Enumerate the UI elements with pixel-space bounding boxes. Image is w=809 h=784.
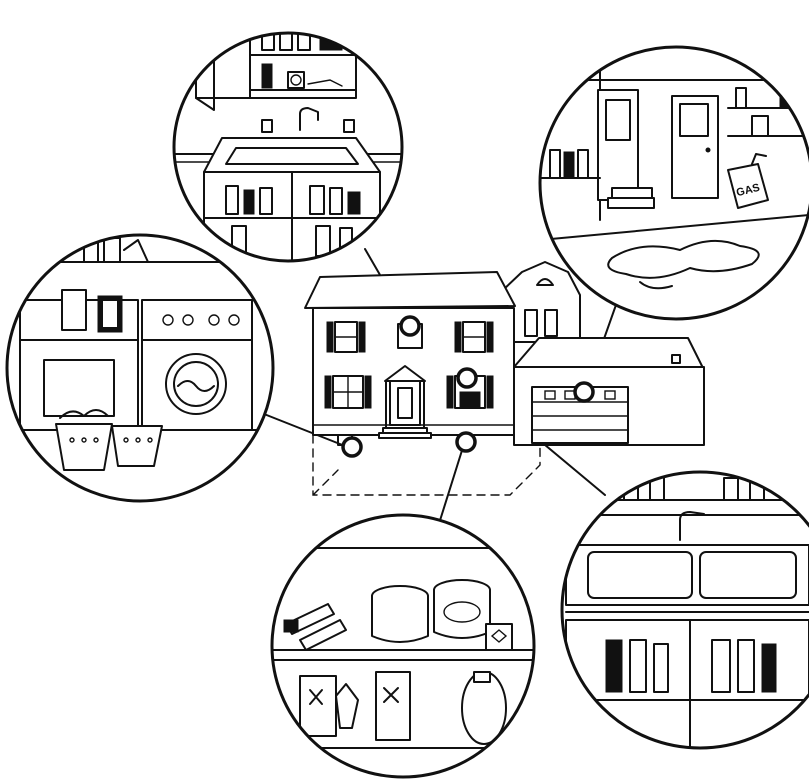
lower-windows: [324, 375, 494, 409]
hotspot-laundry[interactable]: [341, 436, 363, 458]
gas-can-label: GAS: [735, 182, 761, 199]
hotspot-kitchen[interactable]: [456, 367, 478, 389]
kitchen-detail: [560, 470, 809, 750]
hotspot-garage[interactable]: [573, 381, 595, 403]
garage-detail: GAS: [538, 45, 809, 321]
hotspot-basement[interactable]: [455, 431, 477, 453]
laundry-detail: [5, 233, 275, 503]
hotspot-bathroom[interactable]: [399, 315, 421, 337]
hotspot-markers: [341, 315, 595, 458]
bathroom-detail: [172, 31, 404, 263]
basement-outline: [312, 429, 541, 496]
basement-detail: [270, 513, 536, 779]
